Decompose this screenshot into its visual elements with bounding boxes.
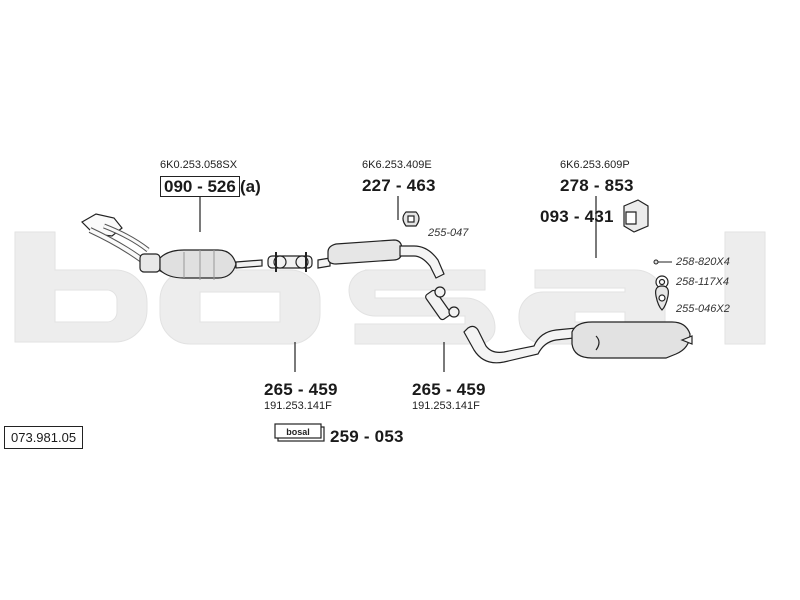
front-pipe-oem: 6K6.253.409E bbox=[362, 159, 432, 171]
front-pipe-drawing bbox=[317, 239, 445, 279]
rear-box-oem: 6K6.253.609P bbox=[560, 159, 630, 171]
bracket-part-number[interactable]: 093 - 431 bbox=[540, 207, 614, 226]
catalytic-converter-drawing bbox=[81, 213, 263, 280]
diagram-code: 073.981.05 bbox=[4, 426, 84, 449]
bosal-badge-drawing: bosal bbox=[274, 423, 325, 442]
clamp-right-drawing bbox=[425, 286, 460, 321]
clamp-left-oem: 191.253.141F bbox=[264, 400, 332, 412]
nut-ref[interactable]: 258-117X4 bbox=[676, 276, 730, 288]
bosal-badge-text: bosal bbox=[286, 427, 310, 437]
bolt-drawing bbox=[653, 259, 672, 265]
catalytic-part-number[interactable]: 090 - 526 bbox=[160, 176, 240, 197]
clamp-right-oem: 191.253.141F bbox=[412, 400, 480, 412]
rubber-mount-drawing bbox=[402, 211, 420, 227]
clamp-left-part-number[interactable]: 265 - 459 bbox=[264, 380, 338, 399]
rear-box-part-number[interactable]: 278 - 853 bbox=[560, 176, 634, 195]
leader-lines bbox=[199, 196, 597, 372]
hanger-ref[interactable]: 255-046X2 bbox=[676, 303, 730, 315]
rear-silencer-drawing bbox=[463, 321, 693, 364]
clamp-right-part-number[interactable]: 265 - 459 bbox=[412, 380, 486, 399]
assembly-kit-part-number[interactable]: 259 - 053 bbox=[330, 427, 404, 446]
bolt-ref[interactable]: 258-820X4 bbox=[676, 256, 730, 268]
clamp-left-drawing bbox=[267, 252, 313, 272]
rubber-mount-ref[interactable]: 255-047 bbox=[428, 227, 469, 239]
catalytic-oem: 6K0.253.058SX bbox=[160, 159, 238, 171]
hanger-drawing bbox=[655, 285, 669, 311]
bracket-drawing bbox=[623, 199, 649, 233]
catalytic-suffix: (a) bbox=[240, 177, 261, 196]
front-pipe-part-number[interactable]: 227 - 463 bbox=[362, 176, 436, 195]
